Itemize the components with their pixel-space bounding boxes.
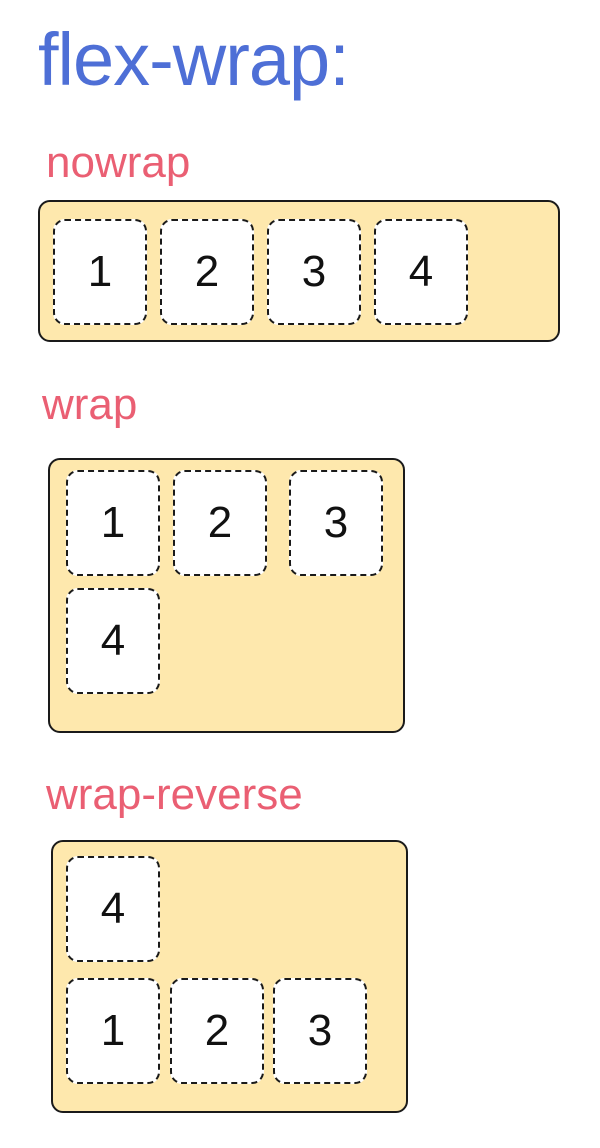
page-title: flex-wrap: <box>38 18 350 101</box>
nowrap-item-3: 3 <box>267 219 361 325</box>
wrap-reverse-item-1: 1 <box>66 978 160 1084</box>
wrap-item-3: 3 <box>289 470 383 576</box>
wrap-container: 1 2 3 4 <box>48 458 405 733</box>
nowrap-container: 1 2 3 4 <box>38 200 560 342</box>
wrap-item-4: 4 <box>66 588 160 694</box>
wrap-reverse-container: 4 1 2 3 <box>51 840 408 1113</box>
nowrap-item-1: 1 <box>53 219 147 325</box>
wrap-label: wrap <box>42 380 138 429</box>
wrap-reverse-item-3: 3 <box>273 978 367 1084</box>
wrap-reverse-label: wrap-reverse <box>46 770 303 819</box>
wrap-reverse-item-2: 2 <box>170 978 264 1084</box>
wrap-item-2: 2 <box>173 470 267 576</box>
nowrap-item-2: 2 <box>160 219 254 325</box>
nowrap-label: nowrap <box>46 138 191 187</box>
wrap-item-1: 1 <box>66 470 160 576</box>
nowrap-item-4: 4 <box>374 219 468 325</box>
wrap-reverse-item-4: 4 <box>66 856 160 962</box>
